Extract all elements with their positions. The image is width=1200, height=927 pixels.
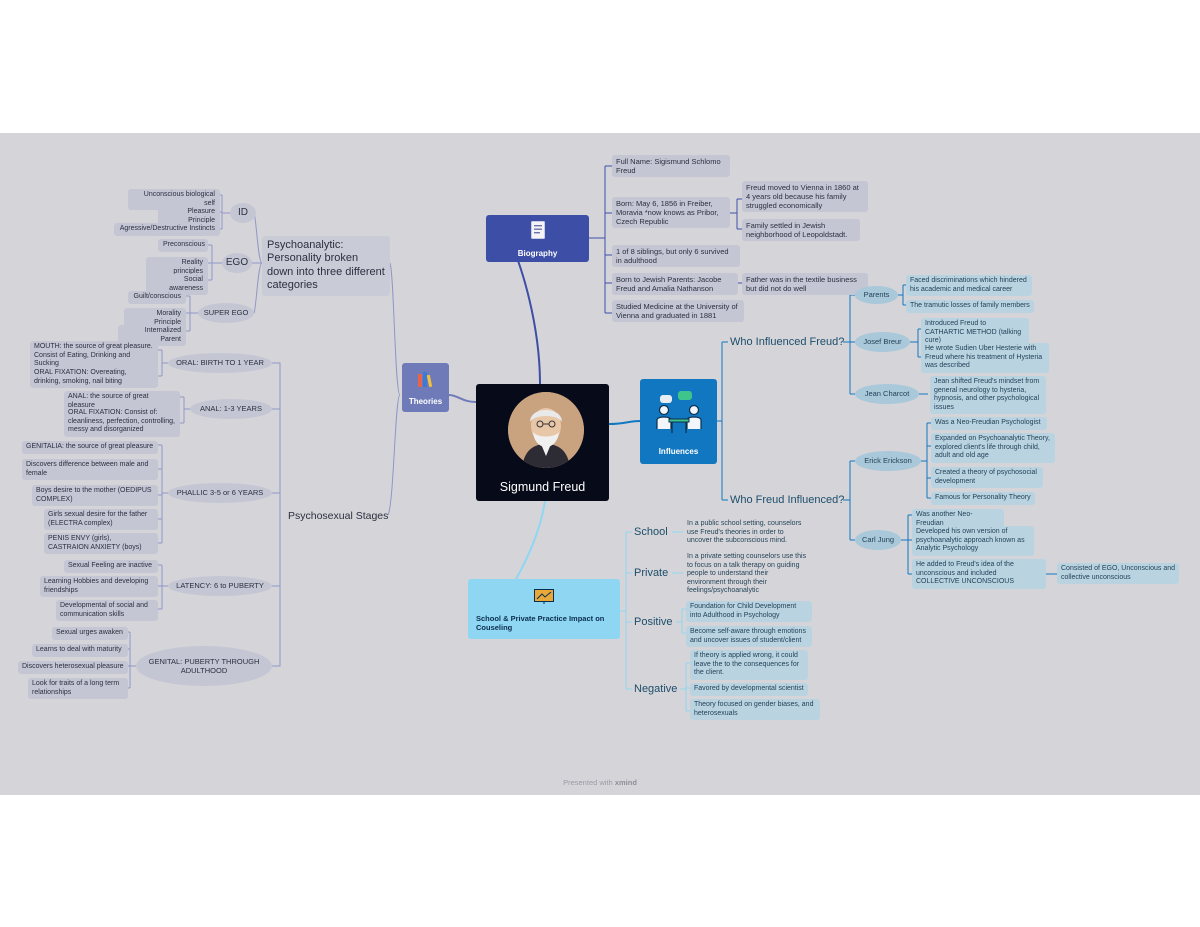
counseling-session-icon [652, 391, 706, 439]
negative-node[interactable]: Negative [634, 683, 678, 695]
erickson-item: Expanded on Psychoanalytic Theory, explo… [931, 433, 1055, 463]
positive-node[interactable]: Positive [634, 616, 673, 628]
erickson-item: Famous for Personality Theory [931, 492, 1035, 505]
jung-item: Was another Neo-Freudian [912, 509, 1004, 531]
negative-item: Favored by developmental scientist [690, 683, 808, 696]
anal-item: ORAL FIXATION: Consist of: cleanliness, … [64, 407, 180, 437]
jung-item: He added to Freud's idea of the unconsci… [912, 559, 1046, 589]
biography-label: Biography [517, 249, 558, 258]
who-freud-influenced-node[interactable]: Who Freud Influenced? [730, 494, 845, 506]
id-item: Pleasure Principle [158, 206, 220, 228]
biography-item[interactable]: 1 of 8 siblings, but only 6 survived in … [612, 245, 740, 268]
anal-item: ANAL: the source of great pleasure [64, 391, 180, 413]
positive-item: Become self-aware through emotions and u… [686, 626, 812, 648]
superego-item: Internalized Parent [118, 325, 186, 347]
jung-item: Developed his own version of psychoanaly… [912, 526, 1034, 556]
latency-item: Sexual Feeling are inactive [64, 560, 158, 573]
ego-node[interactable]: EGO [222, 253, 252, 273]
mind-map-canvas: Sigmund Freud Theories Psychoanalytic: P… [0, 133, 1200, 795]
biography-sub-item: Freud moved to Vienna in 1860 at 4 years… [742, 181, 868, 213]
oral-item: MOUTH: the source of great pleasure. Con… [30, 341, 158, 371]
central-topic-title: Sigmund Freud [499, 480, 586, 494]
phallic-item: PENIS ENVY (girls), CASTRAION ANXIETY (b… [44, 533, 158, 555]
genital-stage-node[interactable]: GENITAL: PUBERTY THROUGH ADULTHOOD [136, 646, 272, 686]
books-icon [417, 371, 435, 389]
superego-item: Guilt/conscious [128, 291, 186, 304]
genital-item: Learns to deal with maturity [32, 644, 128, 657]
negative-item: If theory is applied wrong, it could lea… [690, 650, 808, 680]
erick-erickson-node[interactable]: Erick Erickson [855, 451, 921, 471]
genital-item: Look for traits of a long term relations… [28, 678, 128, 700]
phallic-item: GENITALIA: the source of great pleasure [22, 441, 158, 454]
phallic-item: Discovers difference between male and fe… [22, 459, 158, 481]
positive-item: Foundation for Child Development into Ad… [686, 601, 812, 623]
breur-item: Introduced Freud to CATHARTIC METHOD (ta… [921, 318, 1029, 348]
id-node[interactable]: ID [230, 203, 256, 223]
latency-stage-node[interactable]: LATENCY: 6 to PUBERTY [168, 576, 272, 596]
biography-item[interactable]: Full Name: Sigismund Schlomo Freud [612, 155, 730, 178]
presentation-chart-icon [534, 589, 554, 606]
document-icon [530, 221, 545, 241]
private-node[interactable]: Private [634, 567, 669, 579]
psychosexual-node[interactable]: Psychosexual Stages [288, 510, 389, 522]
latency-item: Learning Hobbies and developing friendsh… [40, 576, 158, 598]
super-ego-node[interactable]: SUPER EGO [198, 303, 254, 323]
school-practice-label: School & Private Practice Impact on Cous… [476, 614, 605, 633]
biography-topic[interactable]: Biography [486, 215, 589, 262]
school-node[interactable]: School [634, 526, 668, 538]
presented-with-footer: Presented with xmind [0, 778, 1200, 787]
jean-charcot-node[interactable]: Jean Charcot [855, 384, 919, 404]
genital-item: Discovers heterosexual pleasure [18, 661, 128, 674]
anal-stage-node[interactable]: ANAL: 1-3 YEARS [190, 399, 272, 419]
parents-item: The tramutic losses of family members [906, 300, 1034, 313]
influences-label: Influences [658, 447, 699, 456]
biography-sub-item: Family settled in Jewish neighborhood of… [742, 219, 860, 242]
parents-item: Faced discriminations which hindered his… [906, 275, 1032, 297]
genital-item: Sexual urges awaken [52, 627, 128, 640]
phallic-item: Girls sexual desire for the father (ELEC… [44, 509, 158, 531]
phallic-stage-node[interactable]: PHALLIC 3-5 or 6 YEARS [168, 483, 272, 503]
jung-sub-item: Consisted of EGO, Unconscious and collec… [1057, 563, 1179, 585]
negative-item: Theory focused on gender biases, and het… [690, 699, 820, 721]
erickson-item: Created a theory of psychosocial develop… [931, 467, 1043, 489]
footer-prefix: Presented with [563, 778, 613, 787]
phallic-item: Boys desire to the mother (OEDIPUS COMPL… [32, 485, 158, 507]
psychoanalytic-node[interactable]: Psychoanalytic: Personality broken down … [262, 236, 390, 296]
biography-sub-item: Father was in the textile business but d… [742, 273, 868, 296]
erickson-item: Was a Neo-Freudian Psychologist [931, 417, 1047, 430]
ego-item: Reality principles [146, 257, 208, 279]
id-item: Agressive/Destructive Instincts [114, 223, 220, 236]
theories-label: Theories [408, 397, 443, 406]
theories-topic[interactable]: Theories [402, 363, 449, 412]
josef-breur-node[interactable]: Josef Breur [855, 332, 910, 352]
private-item: In a private setting counselors use this… [687, 553, 807, 595]
freud-portrait-icon [508, 392, 584, 468]
oral-stage-node[interactable]: ORAL: BIRTH TO 1 YEAR [168, 353, 272, 373]
biography-item[interactable]: Studied Medicine at the University of Vi… [612, 300, 744, 323]
ego-item: Social awareness [146, 274, 208, 296]
breur-item: He wrote Sudien Uber Hesterie with Freud… [921, 343, 1049, 373]
id-item: Unconscious biological self [128, 189, 220, 211]
school-practice-topic[interactable]: School & Private Practice Impact on Cous… [468, 579, 620, 639]
biography-item[interactable]: Born: May 6, 1856 in Freiber, Moravia *n… [612, 197, 730, 229]
parents-node[interactable]: Parents [855, 286, 898, 304]
oral-item: ORAL FIXATION: Overeating, drinking, smo… [30, 367, 158, 389]
connector-lines [128, 165, 1057, 712]
central-topic[interactable]: Sigmund Freud [476, 384, 609, 501]
latency-item: Developmental of social and communicatio… [56, 600, 158, 622]
who-influenced-freud-node[interactable]: Who Influenced Freud? [730, 336, 845, 348]
influences-topic[interactable]: Influences [640, 379, 717, 464]
ego-item: Preconscious [158, 239, 208, 252]
school-item: In a public school setting, counselors u… [687, 520, 802, 545]
xmind-logo: xmind [614, 778, 637, 787]
carl-jung-node[interactable]: Carl Jung [855, 530, 901, 550]
charcot-item: Jean shifted Freud's mindset from genera… [930, 376, 1046, 415]
biography-item[interactable]: Born to Jewish Parents: Jacobe Freud and… [612, 273, 738, 296]
superego-item: Morality Principle [124, 308, 186, 330]
